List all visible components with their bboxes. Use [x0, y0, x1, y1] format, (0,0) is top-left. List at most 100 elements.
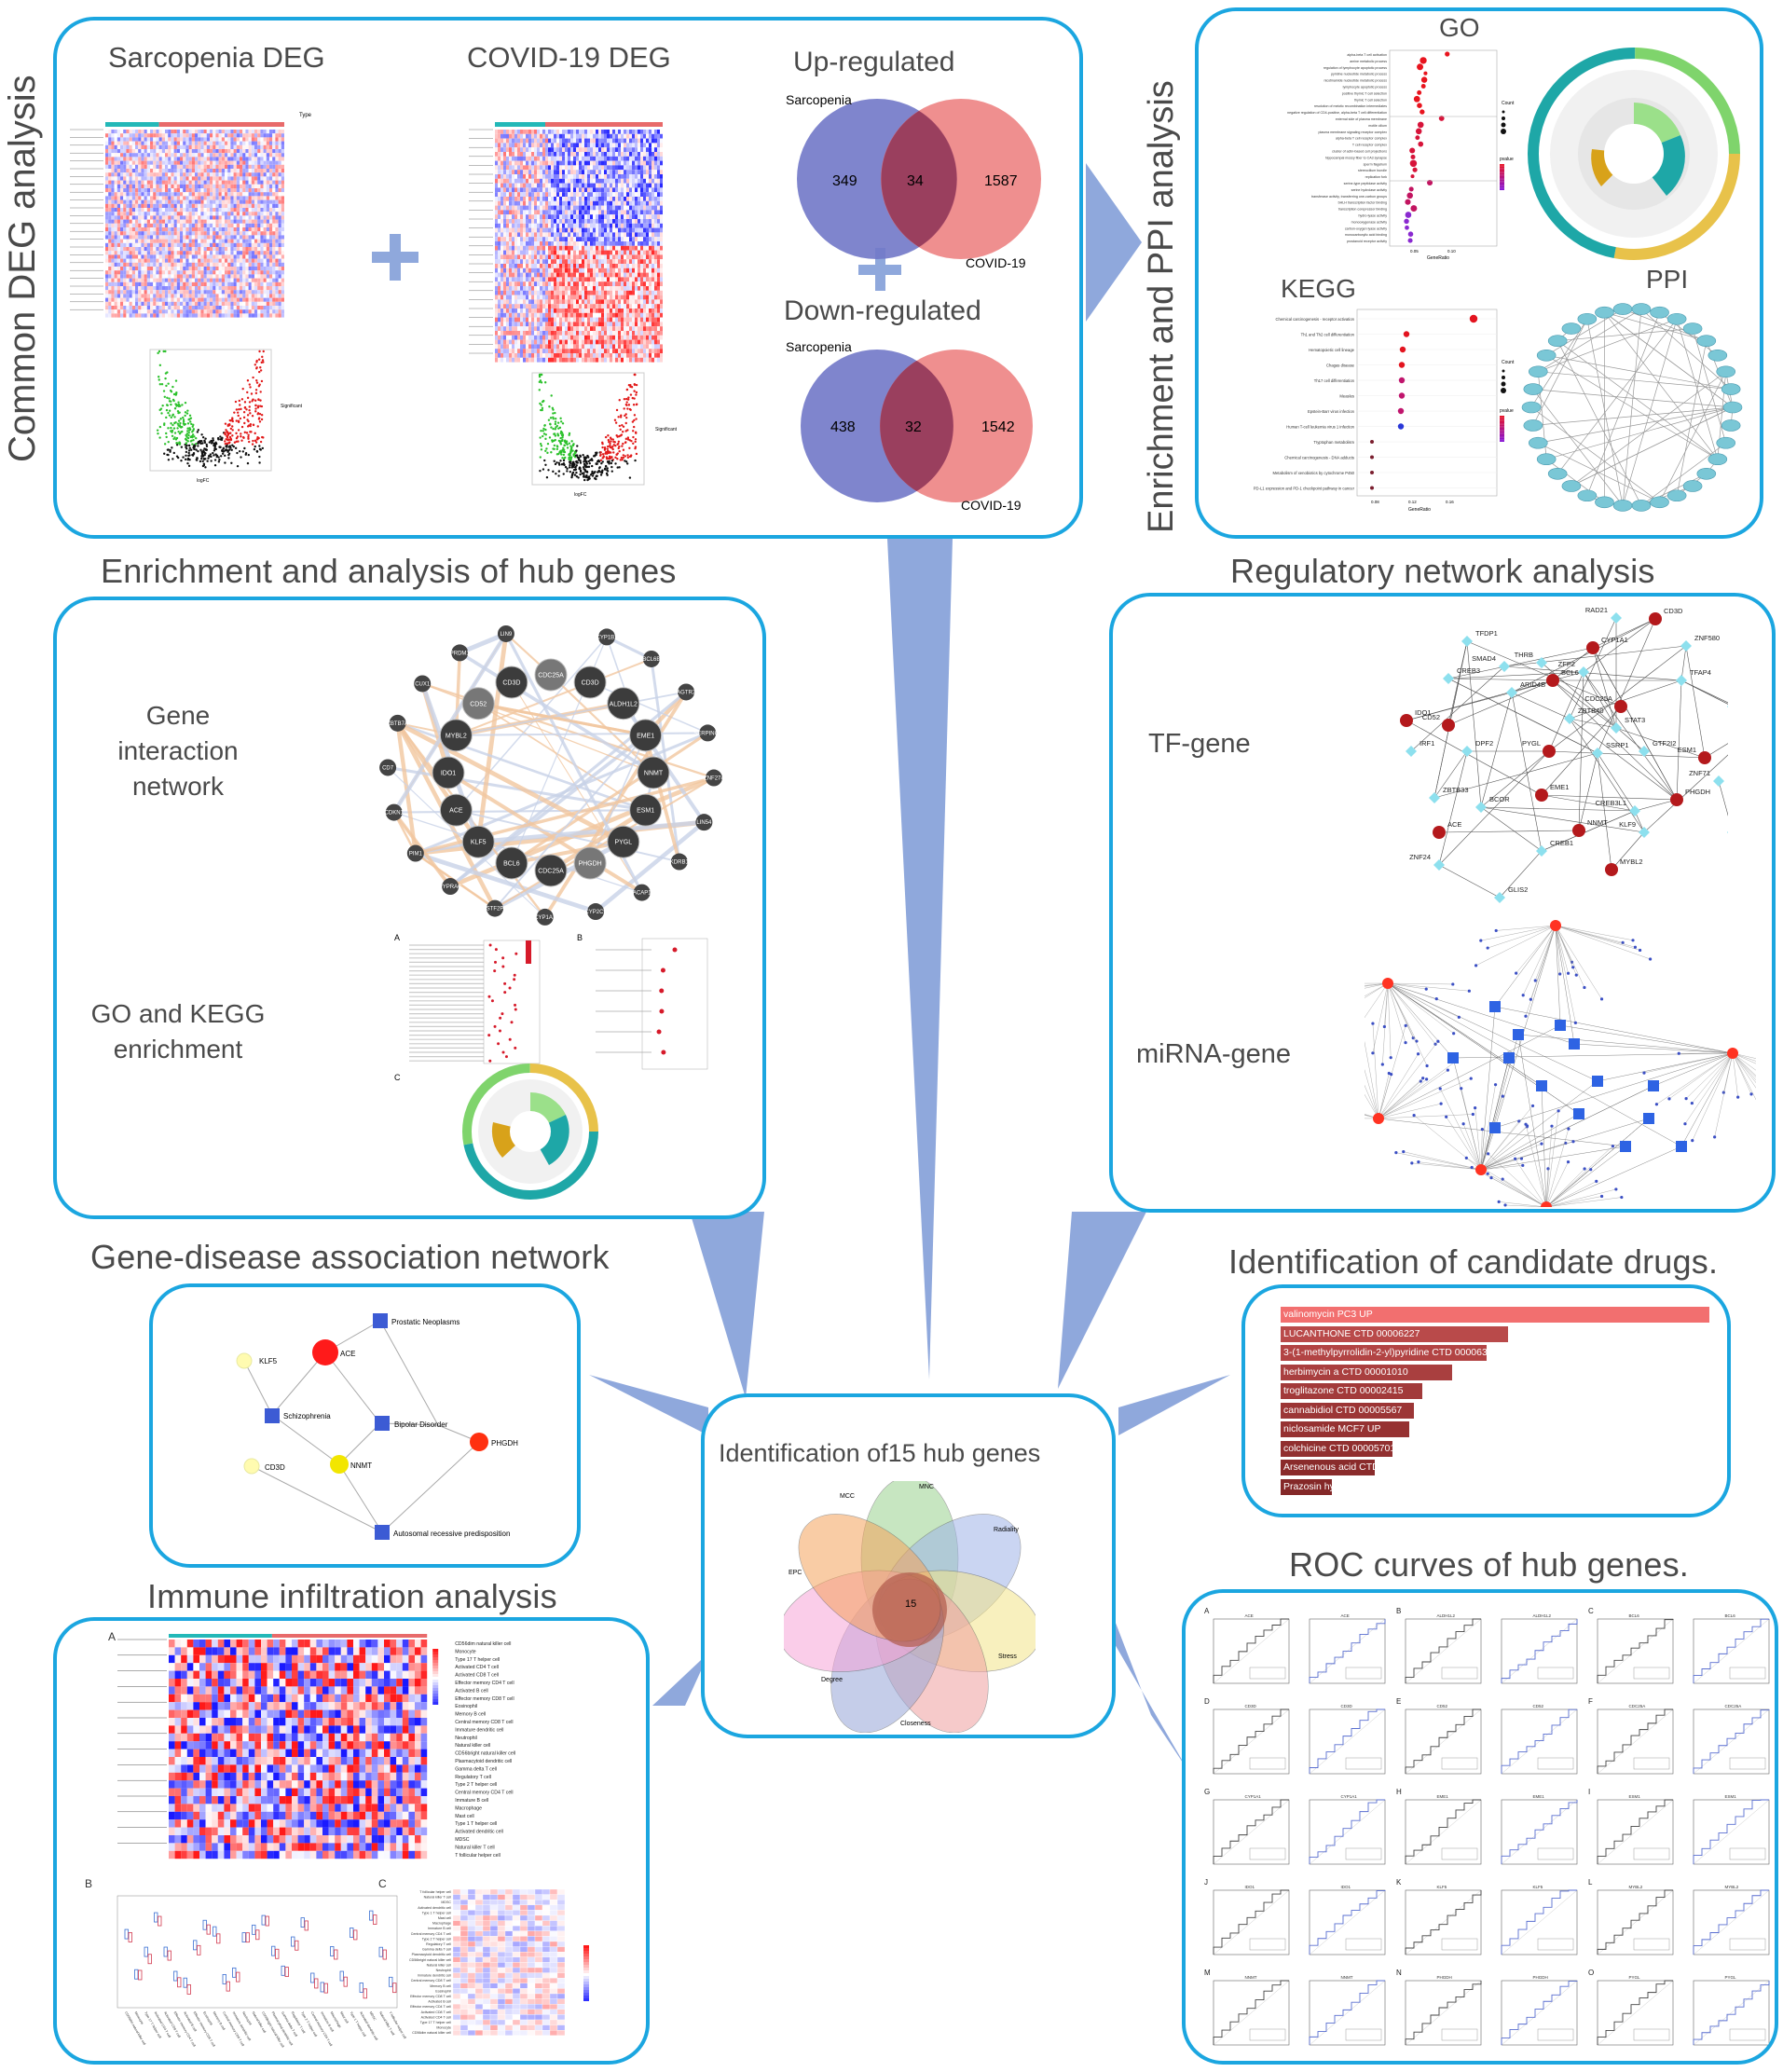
corr-cell-label: Natural killer cell	[427, 1963, 452, 1967]
ppi-node	[1523, 383, 1543, 395]
go-term-label: sperm flagellum	[1364, 162, 1387, 166]
go-term-label: monocarboxylic acid binding	[1345, 233, 1387, 237]
tf-target-gene-node	[1605, 863, 1618, 876]
method-epc: EPC	[789, 1570, 802, 1576]
roc-panel-letter: H	[1396, 1788, 1402, 1796]
tf-target-gene-node	[1649, 612, 1662, 625]
kegg-dot	[1370, 440, 1374, 444]
roc-panel-letter: O	[1588, 1969, 1594, 1977]
roc-gene-label: PHGDH	[1437, 1975, 1452, 1980]
tf-node	[1713, 775, 1724, 787]
corr-cell-label: Activated B cell	[428, 2000, 451, 2004]
roc-gene-label: CDC25A	[1629, 1704, 1646, 1708]
mirna-node	[1447, 1052, 1459, 1063]
roc-curve	[1501, 1800, 1578, 1864]
kegg-dot	[1399, 346, 1406, 353]
immune-cell-label: Activated CD8 T cell	[455, 1673, 499, 1679]
network-gene-node	[442, 878, 459, 896]
network-gene-label: LIN54	[696, 820, 712, 826]
candidate-drugs-panel: valinomycin PC3 UP LUCANTHONE CTD 0000622…	[1241, 1284, 1731, 1517]
mirna-target-gene-node	[1382, 978, 1393, 989]
mirna-node	[1648, 1080, 1659, 1091]
corr-cell-label: Plasmacytoid dendritic cell	[412, 1953, 452, 1956]
immune-cell-label: T follicular helper cell	[455, 1853, 501, 1859]
tf-node-label: MYBL2	[1620, 858, 1643, 866]
kegg-dot	[1370, 471, 1374, 474]
go-term-label: positive thymic T cell selection	[1342, 91, 1387, 95]
go-term-label: resolution of meiotic recombination inte…	[1314, 104, 1387, 108]
go-term-label: amine metabolic process	[1350, 60, 1387, 63]
network-gene-node	[486, 899, 503, 917]
go-dot	[1445, 51, 1450, 57]
network-gene-node	[705, 769, 722, 787]
immune-cell-label: Natural killer T cell	[455, 1845, 494, 1850]
tf-node-label: ARID4B	[1520, 680, 1545, 689]
venn-up-right-label: COVID-19	[966, 255, 1026, 270]
regulatory-title: Regulatory network analysis	[1230, 552, 1655, 590]
kegg-dot	[1397, 407, 1405, 415]
hub-enrichment-panel: Gene interaction network GO and KEGG enr…	[53, 597, 766, 1219]
venn-down-left-count: 438	[830, 419, 856, 435]
gene-disease-panel: Prostatic Neoplasms KLF5 ACE Schizophren…	[149, 1283, 581, 1568]
immune-cell-label: Effector memory CD8 T cell	[455, 1696, 514, 1702]
down-regulated-title: Down-regulated	[784, 295, 981, 326]
mirna-node	[1643, 1113, 1654, 1124]
kegg-tick: 0.16	[1446, 500, 1454, 504]
go-dot	[1405, 212, 1412, 218]
roc-gene-label: MYBL2	[1629, 1885, 1643, 1889]
roc-gene-label: CD3D	[1245, 1704, 1257, 1708]
go-term-label: thymic T cell selection	[1354, 98, 1387, 102]
kegg-dotplot: Chemical carcinogenesis - receptor activ…	[1254, 309, 1515, 513]
venn-down-right-count: 1542	[981, 419, 1015, 435]
mirna-target-gene-node	[1727, 1048, 1738, 1059]
network-gene-node	[670, 853, 688, 871]
kegg-term-label: Metabolism of xenobiotics by cytochrome …	[1272, 471, 1354, 475]
roc-gene-label: PYGL	[1629, 1975, 1641, 1980]
hub-gene-label: NNMT	[644, 771, 664, 777]
tf-node-label: ZBTB33	[1443, 786, 1469, 794]
drug-bar: LUCANTHONE CTD 00006227	[1281, 1325, 1508, 1342]
gd-node-nnmt: NNMT	[350, 1461, 372, 1470]
drug-bar: valinomycin PC3 UP	[1281, 1307, 1709, 1323]
immune-cell-label: MDSC	[455, 1837, 470, 1843]
tf-target-gene-node	[1572, 824, 1585, 837]
network-gene-node	[497, 624, 514, 642]
go-dot	[1417, 63, 1424, 71]
go-term-label: plasma membrane signaling receptor compl…	[1318, 130, 1387, 134]
roc-gene-label: NNMT	[1245, 1975, 1257, 1980]
ppi-node	[1666, 312, 1687, 325]
tf-node-label: ZNF24	[1409, 853, 1431, 861]
roc-panel-letter: I	[1588, 1788, 1590, 1796]
go-term-label: motile cilium	[1368, 124, 1387, 128]
go-term-label: hippocampal mossy fiber to CA3 synapse	[1325, 156, 1387, 159]
tf-node-label: CDC25A	[1584, 694, 1612, 703]
roc-curve	[1597, 1708, 1673, 1774]
immune-cell-label: Effector memory CD4 T cell	[455, 1681, 514, 1686]
hub-genes-center-count: 15	[905, 1599, 916, 1610]
network-gene-label: CYP1B1	[596, 635, 618, 640]
network-gene-node	[633, 884, 651, 901]
roc-curve	[1309, 1708, 1385, 1774]
roc-curve	[1405, 1799, 1481, 1864]
ppi-node	[1722, 401, 1743, 414]
drug-bar: herbimycin a CTD 00001010	[1281, 1364, 1452, 1380]
ppi-node	[1561, 480, 1582, 492]
roc-gene-label: CD52	[1437, 1704, 1448, 1708]
go-term-label: external side of plasma membrane	[1336, 117, 1387, 121]
mirna-node	[1555, 1020, 1566, 1031]
mirna-node	[1620, 1141, 1631, 1152]
roc-curve	[1693, 1799, 1769, 1864]
hub-gene-label: PHGDH	[578, 861, 601, 868]
go-circle-plot	[1528, 48, 1740, 260]
go-dot	[1405, 199, 1411, 205]
roc-gene-label: KLF5	[1533, 1885, 1543, 1889]
immune-title: Immune infiltration analysis	[147, 1577, 557, 1615]
roc-curve	[1213, 1618, 1289, 1683]
gd-node-phgdh: PHGDH	[491, 1439, 518, 1448]
ppi-network	[1521, 303, 1743, 512]
tf-node	[1680, 640, 1692, 652]
go-dot	[1423, 71, 1428, 75]
tf-node-label: SSRP1	[1606, 741, 1629, 749]
go-term-label: lymphocyte apoptotic process	[1343, 86, 1388, 89]
